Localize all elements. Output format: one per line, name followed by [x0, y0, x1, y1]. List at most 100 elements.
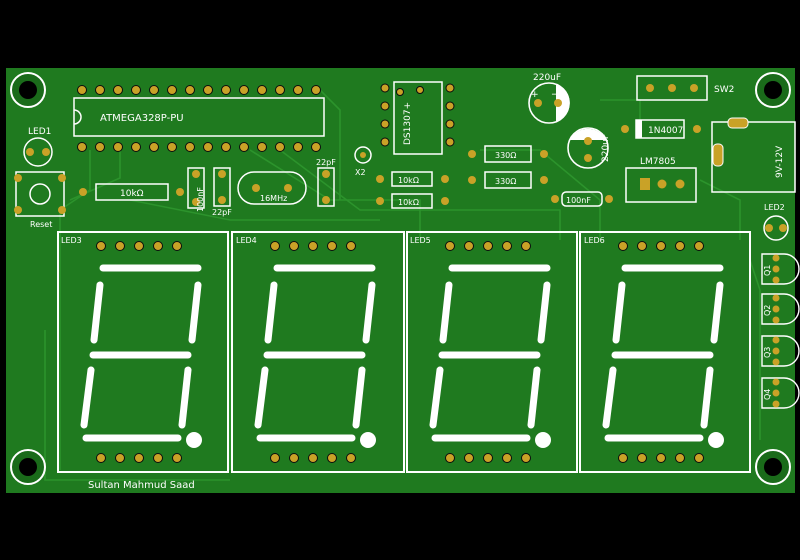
crystal-footprint: [237, 171, 307, 205]
regulator-label: LM7805: [640, 157, 676, 167]
power-jack-footprint: [711, 117, 796, 193]
digit-pad: [172, 241, 182, 251]
decimal-point: [708, 432, 724, 448]
digit-pad: [134, 241, 144, 251]
mcu-pad: [149, 142, 159, 152]
mcu-footprint: [73, 85, 325, 152]
segment: [90, 281, 104, 344]
resistor-r1: [79, 183, 184, 201]
digit-pad: [464, 241, 474, 251]
digit-pad: [445, 241, 455, 251]
seven-seg-digits: [80, 241, 724, 463]
led5-label: LED5: [410, 236, 431, 245]
power-input-label: 9V-12V: [775, 145, 785, 178]
cap-c4-label: 100nF: [566, 196, 591, 205]
digit-pad: [289, 241, 299, 251]
digit-pad: [502, 453, 512, 463]
digit-pad: [270, 453, 280, 463]
mcu-pad: [221, 142, 231, 152]
digit-pad: [289, 453, 299, 463]
led3-label: LED3: [61, 236, 82, 245]
transistor-q1: [761, 253, 800, 285]
cap-22pf-right: [317, 167, 335, 207]
digit-pad: [115, 241, 125, 251]
mcu-pad: [95, 142, 105, 152]
segment: [527, 366, 541, 429]
mounting-holes: [10, 72, 791, 485]
led1-label: LED1: [28, 127, 51, 137]
cap-22pf-left: [213, 167, 231, 207]
digit-pad: [172, 453, 182, 463]
transistor-q4: [761, 377, 800, 409]
mcu-label: ATMEGA328P-PU: [100, 113, 184, 124]
segment: [80, 366, 95, 429]
mcu-pad: [185, 142, 195, 152]
digit-pad: [346, 453, 356, 463]
mcu-pad: [95, 85, 105, 95]
digit-3-outline: [406, 231, 578, 473]
switch-footprint: [636, 75, 708, 101]
resistor-r5-label: 330Ω: [495, 177, 516, 186]
author-label: Sultan Mahmud Saad: [88, 480, 195, 491]
digit-2: [254, 241, 376, 463]
segment: [264, 281, 278, 344]
mcu-pad: [131, 85, 141, 95]
digit-pad: [153, 241, 163, 251]
digit-3: [429, 241, 551, 463]
segment: [537, 281, 551, 344]
segment: [602, 366, 617, 429]
decimal-point: [360, 432, 376, 448]
digit-pad: [96, 241, 106, 251]
digit-pad: [346, 241, 356, 251]
q2-label: Q2: [763, 305, 772, 316]
mcu-pad: [293, 85, 303, 95]
x2-footprint: [354, 146, 372, 164]
diode-label: 1N4007: [648, 126, 683, 136]
svg-text:−: −: [551, 90, 559, 100]
segment: [362, 281, 376, 344]
digit-pad: [656, 241, 666, 251]
q1-label: Q1: [763, 265, 772, 276]
regulator-footprint: [625, 167, 697, 203]
transistor-q2: [761, 293, 800, 325]
mcu-pad: [113, 142, 123, 152]
mcu-pad: [275, 142, 285, 152]
digit-pad: [675, 241, 685, 251]
mcu-pad: [131, 142, 141, 152]
mcu-pad: [149, 85, 159, 95]
resistor-r2-label: 10kΩ: [398, 176, 419, 185]
diode-footprint: [621, 119, 701, 139]
cap-100nf-right: [551, 191, 613, 207]
cap-220uf-top: + −: [528, 82, 570, 124]
digit-pad: [637, 241, 647, 251]
mcu-pad: [167, 142, 177, 152]
digit-pad: [270, 241, 280, 251]
mcu-pad: [167, 85, 177, 95]
rtc-footprint: [380, 81, 455, 155]
x2-label: X2: [355, 168, 366, 177]
digit-pad: [637, 453, 647, 463]
segment: [188, 281, 202, 344]
q4-label: Q4: [763, 389, 772, 400]
mcu-pad: [203, 85, 213, 95]
mcu-pad: [257, 142, 267, 152]
digit-pad: [115, 453, 125, 463]
resistor-r5: [468, 171, 548, 189]
resistor-r2: [376, 171, 449, 187]
reset-button-footprint: [14, 171, 66, 217]
digit-pad: [327, 241, 337, 251]
mcu-pad: [77, 85, 87, 95]
transistor-q3: [761, 335, 800, 367]
led4-label: LED4: [236, 236, 257, 245]
cap-c2-label: 22pF: [212, 208, 232, 217]
mcu-pad: [257, 85, 267, 95]
cap-220uf-mid: [567, 127, 609, 169]
reset-label: Reset: [30, 220, 52, 229]
digit-pad: [694, 453, 704, 463]
digit-pad: [618, 241, 628, 251]
decimal-point: [535, 432, 551, 448]
digit-pad: [327, 453, 337, 463]
digit-pad: [521, 241, 531, 251]
